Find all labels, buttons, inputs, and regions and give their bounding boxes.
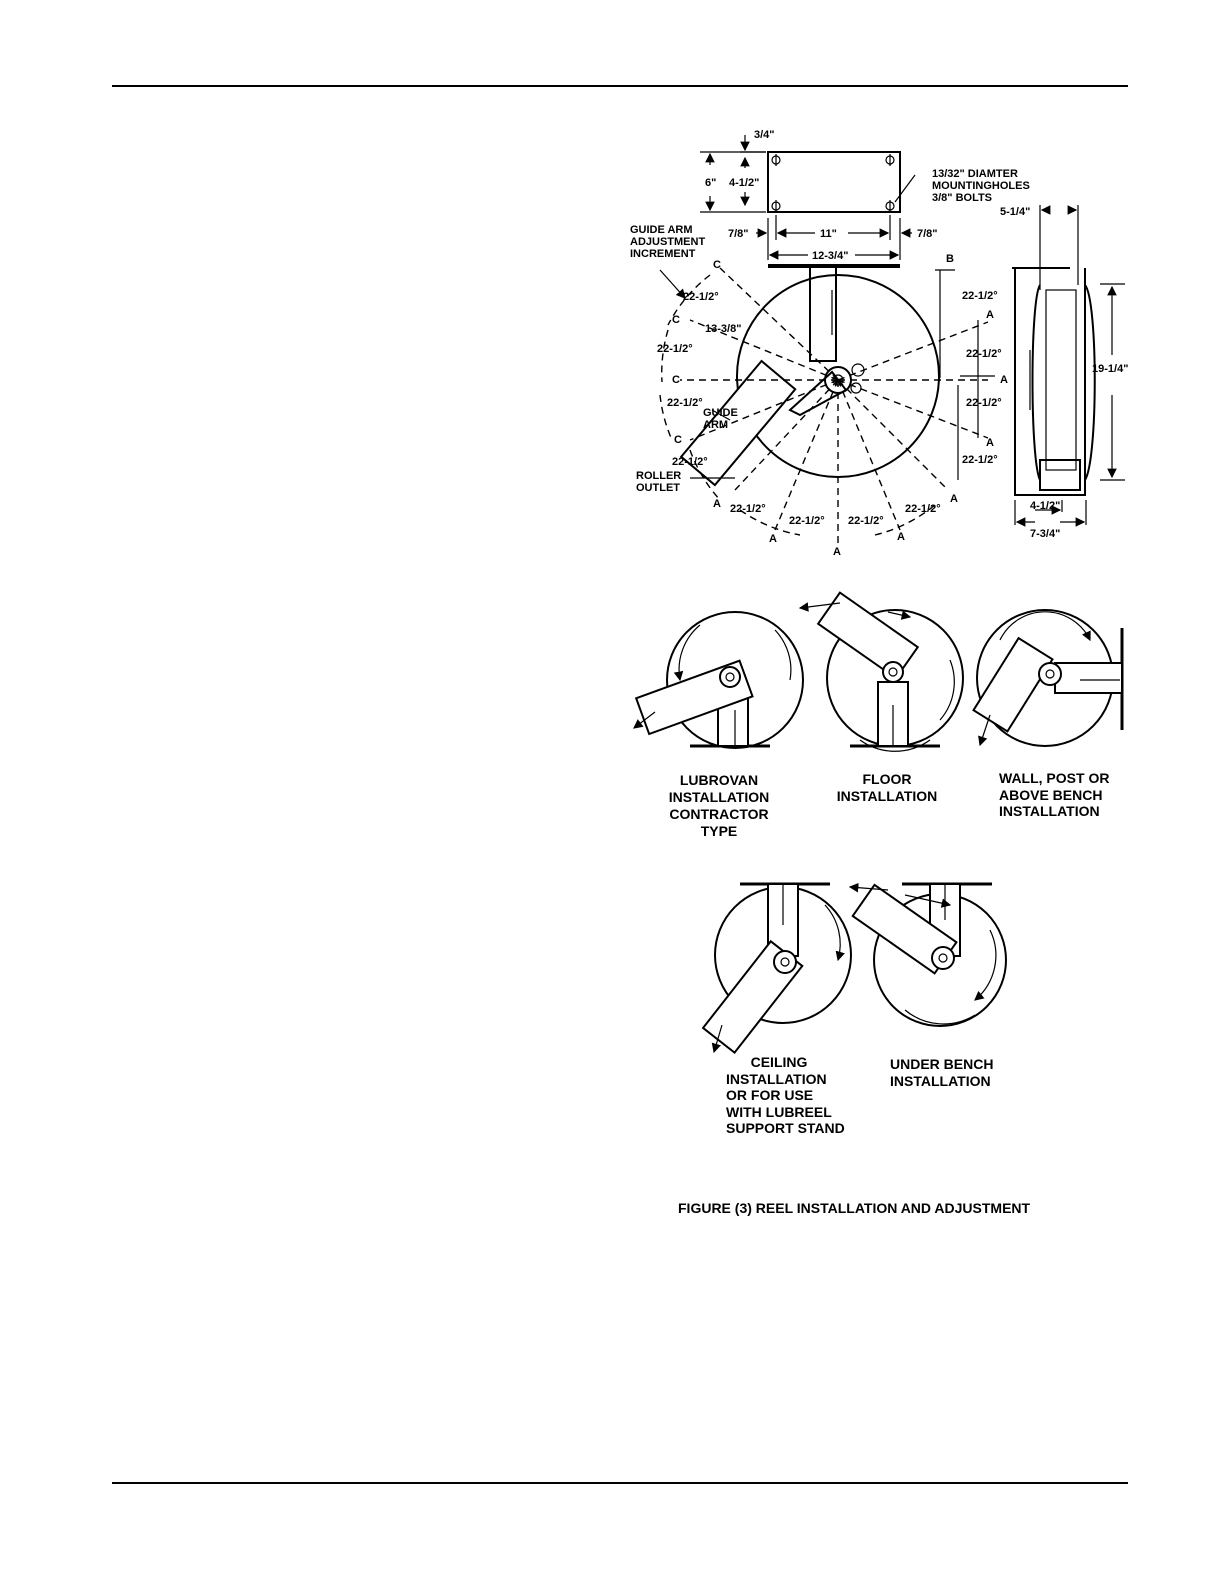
under-bench-caption-line-2: INSTALLATION — [890, 1073, 991, 1089]
dim-right-margin: 7/8" — [917, 228, 938, 240]
guide-arm-adjustment-line-2: ADJUSTMENT — [630, 236, 705, 248]
dim-top-offset: 3/4" — [754, 129, 775, 141]
angle-label: 22-1/2° — [848, 515, 884, 527]
dim-side-height: 19-1/4" — [1092, 363, 1128, 375]
lubrovan-caption-line-4: TYPE — [701, 823, 738, 839]
position-c-label: C — [713, 259, 721, 271]
angle-label: 22-1/2° — [962, 290, 998, 302]
dim-hole-spacing-v: 4-1/2" — [729, 177, 759, 189]
floor-caption-line-2: INSTALLATION — [837, 788, 938, 804]
angle-label: 22-1/2° — [966, 348, 1002, 360]
angle-label: 22-1/2° — [683, 291, 719, 303]
wall-installation-sketch — [972, 609, 1124, 747]
footer-rule — [112, 1482, 1128, 1484]
angle-label: 22-1/2° — [966, 397, 1002, 409]
wall-caption-line-2: ABOVE BENCH — [999, 787, 1102, 803]
wall-caption-line-1: WALL, POST OR — [999, 770, 1109, 786]
mounting-holes-line-2: MOUNTINGHOLES — [932, 180, 1030, 192]
angle-label: 22-1/2° — [730, 503, 766, 515]
mounting-holes-line-1: 13/32" DIAMTER — [932, 168, 1018, 180]
angle-label: 22-1/2° — [905, 503, 941, 515]
position-a-label: A — [897, 531, 905, 543]
position-a-label: A — [713, 498, 721, 510]
position-c-label: C — [672, 374, 680, 386]
position-a-label: A — [833, 546, 841, 558]
under-bench-caption-line-1: UNDER BENCH — [890, 1056, 993, 1072]
roller-outlet-line-1: ROLLER — [636, 470, 681, 482]
dim-side-bottom-inner: 4-1/2" — [1030, 500, 1060, 512]
reel-front-view — [659, 264, 995, 545]
ceiling-caption-line-5: SUPPORT STAND — [726, 1120, 845, 1136]
angle-label: 22-1/2° — [672, 456, 708, 468]
floor-installation-sketch — [798, 591, 964, 752]
dim-plate-width: 12-3/4" — [812, 250, 848, 262]
under-bench-installation-sketch — [848, 882, 1007, 1027]
position-a-label: A — [950, 493, 958, 505]
mounting-plate-top-view — [700, 135, 916, 260]
lubrovan-caption-line-1: LUBROVAN — [680, 772, 758, 788]
ceiling-caption-line-2: INSTALLATION — [726, 1071, 827, 1087]
guide-arm-adjustment-line-1: GUIDE ARM — [630, 224, 693, 236]
dim-left-margin: 7/8" — [728, 228, 749, 240]
mounting-holes-line-3: 3/8" BOLTS — [932, 192, 992, 204]
lubrovan-caption-line-3: CONTRACTOR — [669, 806, 768, 822]
dim-side-top-width: 5-1/4" — [1000, 206, 1030, 218]
position-b-label: B — [946, 253, 954, 265]
dim-side-bottom-outer: 7-3/4" — [1030, 528, 1060, 540]
lubrovan-caption-line-2: INSTALLATION — [669, 789, 770, 805]
lubrovan-installation-sketch — [633, 611, 804, 749]
dim-hole-spacing-h: 11" — [820, 228, 837, 240]
guide-arm-adjustment-line-3: INCREMENT — [630, 248, 696, 260]
floor-caption-line-1: FLOOR — [863, 771, 912, 787]
ceiling-caption-line-3: OR FOR USE — [726, 1087, 813, 1103]
ceiling-caption-line-1: CEILING — [751, 1054, 808, 1070]
header-rule — [112, 85, 1128, 87]
position-a-label: A — [986, 309, 994, 321]
angle-label: 22-1/2° — [962, 454, 998, 466]
position-c-label: C — [672, 314, 680, 326]
roller-outlet-line-2: OUTLET — [636, 482, 680, 494]
wall-caption-line-3: INSTALLATION — [999, 803, 1100, 819]
position-a-label: A — [1000, 374, 1008, 386]
ceiling-installation-sketch — [701, 882, 852, 1055]
angle-label: 22-1/2° — [789, 515, 825, 527]
dim-plate-height: 6" — [705, 177, 716, 189]
guide-arm-line-2: ARM — [703, 419, 728, 431]
position-a-label: A — [986, 437, 994, 449]
position-a-label: A — [769, 533, 777, 545]
figure-caption: FIGURE (3) REEL INSTALLATION AND ADJUSTM… — [678, 1200, 1031, 1216]
dim-arm-length: 13-3/8" — [705, 323, 741, 335]
position-c-label: C — [674, 434, 682, 446]
angle-label: 22-1/2° — [657, 343, 693, 355]
angle-label: 22-1/2° — [667, 397, 703, 409]
guide-arm-line-1: GUIDE — [703, 407, 738, 419]
ceiling-caption-line-4: WITH LUBREEL — [726, 1104, 832, 1120]
reel-side-view — [1012, 205, 1125, 527]
